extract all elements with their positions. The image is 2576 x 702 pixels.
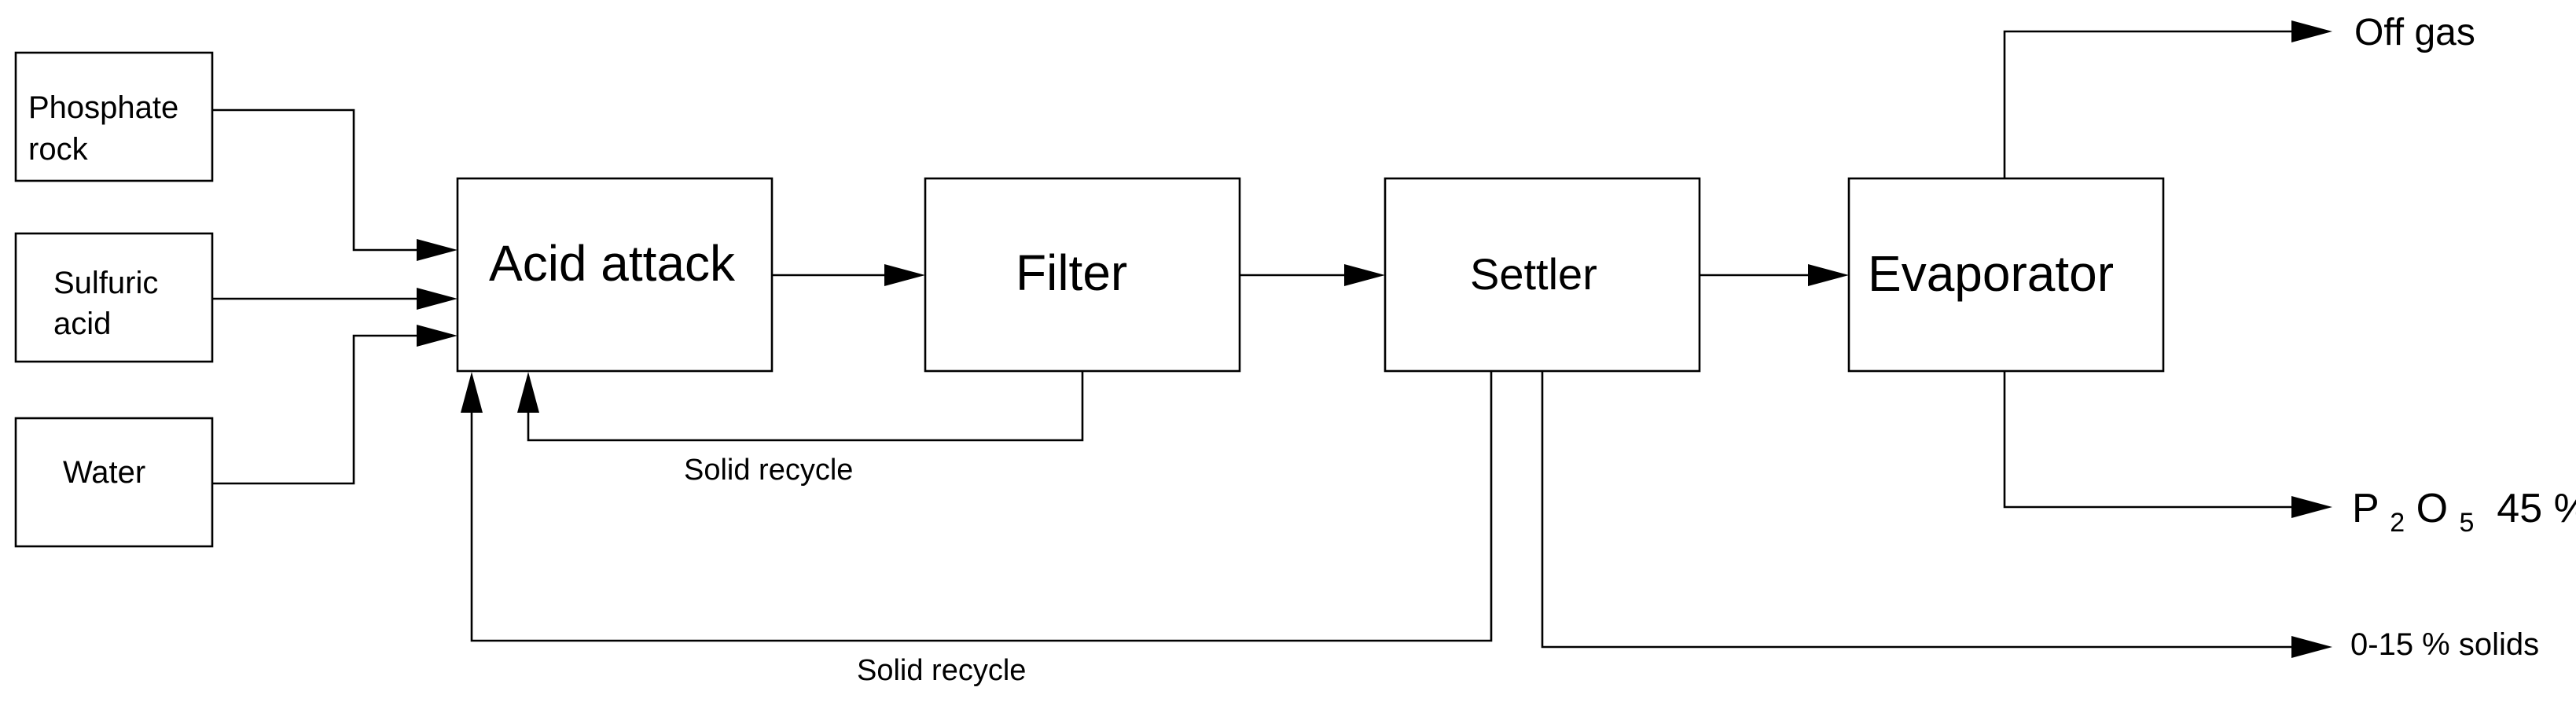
sulfuric-acid-label-line1: Sulfuric	[53, 266, 158, 300]
solids-outlet-line	[1541, 371, 2332, 658]
flow-acid-attack-to-filter-arrowhead	[884, 264, 925, 286]
unit-settler: Settler	[1384, 177, 1701, 373]
flow-acid-attack-to-filter	[772, 264, 925, 286]
flow-settler-to-evaporator	[1700, 264, 1849, 286]
flow-settler-to-evaporator-arrowhead	[1808, 264, 1849, 286]
solid-recycle-filter-label: Solid recycle	[684, 454, 853, 487]
unit-evaporator: Evaporator	[1847, 177, 2165, 373]
solids-outlet-label: 0-15 % solids	[2350, 627, 2539, 662]
feed-sulfuric-acid-arrowhead	[417, 288, 458, 310]
settler-label: Settler	[1470, 249, 1597, 299]
input-sulfuric-acid: Sulfuric acid	[14, 232, 214, 363]
product-line	[2003, 371, 2332, 518]
filter-label: Filter	[1016, 244, 1127, 301]
svg-text:Phosphate rock: Phosphate rock	[28, 90, 187, 167]
off-gas-line	[2003, 20, 2332, 178]
phosphate-rock-label-line2: rock	[28, 132, 89, 167]
phosphate-rock-label-line1: Phosphate	[28, 90, 178, 125]
product-label-o: O	[2416, 486, 2448, 531]
unit-filter: Filter	[924, 177, 1241, 373]
feed-water-line	[212, 325, 458, 485]
solids-outlet-arrowhead	[2291, 636, 2332, 658]
sulfuric-acid-label-line2: acid	[53, 307, 111, 341]
feed-phosphate-rock-line	[212, 108, 458, 261]
solid-recycle-settler-arrowhead	[461, 372, 483, 413]
acid-attack-label: Acid attack	[489, 235, 736, 292]
solid-recycle-settler-line	[461, 371, 1493, 642]
input-phosphate-rock: Phosphate rock	[14, 51, 214, 182]
feed-sulfuric-acid-line	[212, 288, 458, 310]
solid-recycle-settler-label: Solid recycle	[857, 654, 1026, 687]
off-gas-arrowhead	[2291, 20, 2332, 42]
product-label: P 2 O 5 45 %	[2352, 486, 2576, 541]
feed-water-arrowhead	[417, 325, 458, 347]
solid-recycle-filter-line	[517, 371, 1084, 442]
product-arrowhead	[2291, 496, 2332, 518]
product-label-sub2: 5	[2459, 508, 2474, 538]
product-label-p: P	[2352, 486, 2379, 531]
product-label-sub1: 2	[2390, 508, 2405, 538]
product-label-rest: 45 %	[2486, 486, 2576, 531]
off-gas-label: Off gas	[2354, 12, 2475, 53]
input-water: Water	[14, 417, 214, 548]
flow-filter-to-settler-arrowhead	[1344, 264, 1385, 286]
svg-text:Sulfuric acid: Sulfuric acid	[53, 266, 167, 341]
flow-filter-to-settler	[1240, 264, 1385, 286]
evaporator-label: Evaporator	[1868, 245, 2114, 302]
feed-phosphate-rock-arrowhead	[417, 239, 458, 261]
water-label: Water	[63, 455, 145, 490]
solid-recycle-filter-arrowhead	[517, 372, 539, 413]
unit-acid-attack: Acid attack	[456, 177, 774, 373]
